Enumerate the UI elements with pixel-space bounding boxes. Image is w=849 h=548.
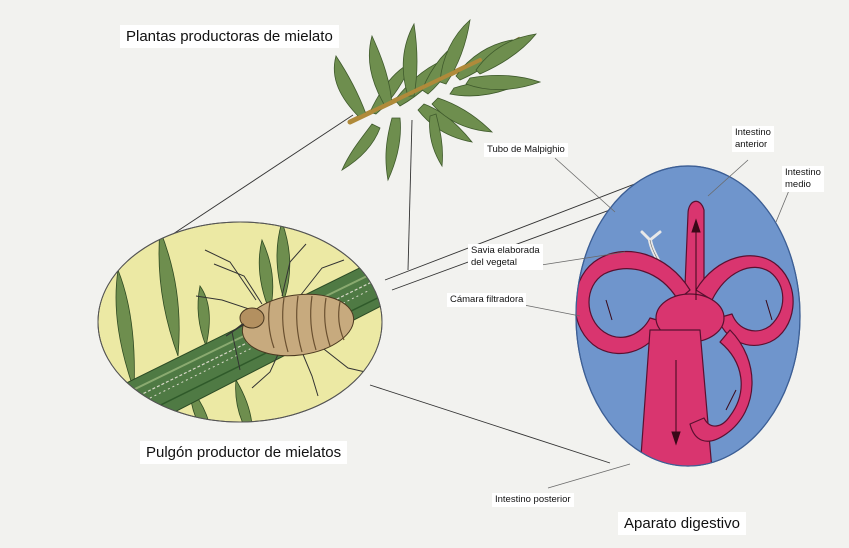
label-tubo-malpighio: Tubo de Malpighio bbox=[484, 143, 568, 157]
label-intestino-anterior-line1: Intestino bbox=[735, 127, 771, 139]
label-intestino-anterior: Intestino anterior bbox=[732, 126, 774, 152]
label-camara-filtradora: Cámara filtradora bbox=[447, 293, 526, 307]
label-savia-line2: del vegetal bbox=[471, 257, 540, 269]
aphid-on-stem-illustration bbox=[92, 222, 420, 444]
label-intestino-medio: Intestino medio bbox=[782, 166, 824, 192]
label-intestino-medio-line2: medio bbox=[785, 179, 821, 191]
label-savia-elaborada: Savia elaborada del vegetal bbox=[468, 244, 543, 270]
digestive-system-illustration bbox=[575, 166, 800, 470]
label-aparato-digestivo: Aparato digestivo bbox=[618, 512, 746, 535]
label-intestino-anterior-line2: anterior bbox=[735, 139, 771, 151]
label-intestino-medio-line1: Intestino bbox=[785, 167, 821, 179]
label-intestino-posterior: Intestino posterior bbox=[492, 493, 574, 507]
label-savia-line1: Savia elaborada bbox=[471, 245, 540, 257]
label-plantas-productoras: Plantas productoras de mielato bbox=[120, 25, 339, 48]
label-pulgon-productor: Pulgón productor de mielatos bbox=[140, 441, 347, 464]
